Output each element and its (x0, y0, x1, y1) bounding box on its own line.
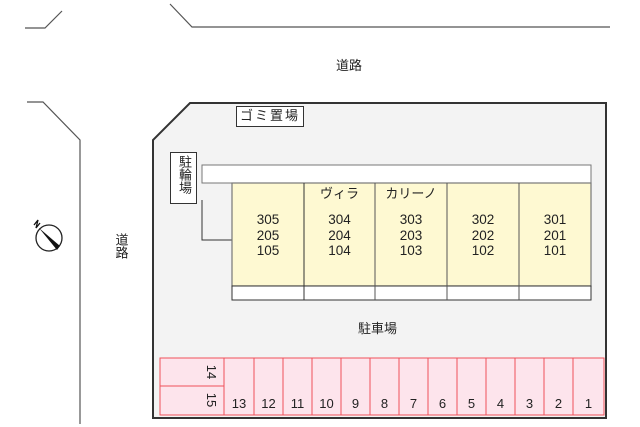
room-numbers: 303 203 103 (400, 212, 423, 259)
parking-space-8: 8 (380, 396, 389, 411)
room-202: 202 (471, 227, 495, 243)
parking-space-11: 11 (290, 396, 305, 411)
room-205: 205 (256, 227, 280, 243)
unit-column-3: カリーノ 303 203 103 (375, 183, 447, 286)
parking-space-15: 15 (204, 392, 219, 408)
parking-space-1: 1 (584, 396, 593, 411)
room-101: 101 (543, 243, 567, 258)
room-305: 305 (256, 212, 280, 227)
unit-column-4: ヴィラ 304 204 104 (304, 183, 375, 286)
top-road-label: 道路 (336, 59, 363, 74)
parking-space-4: 4 (496, 396, 505, 411)
room-102: 102 (471, 243, 495, 258)
room-numbers: 304 204 104 (328, 212, 351, 259)
parking-space-9: 9 (351, 396, 360, 411)
building-name-part1: ヴィラ (319, 187, 359, 202)
north-arrow-icon (33, 219, 63, 252)
room-numbers: 302 202 102 (472, 212, 495, 259)
parking-space-12: 12 (261, 396, 276, 411)
room-104: 104 (328, 243, 351, 258)
room-301: 301 (543, 212, 567, 227)
room-numbers: 305 205 105 (257, 212, 280, 259)
parking-space-13: 13 (231, 396, 247, 411)
car-parking-label: 駐車場 (358, 322, 398, 337)
bicycle-parking-text: 駐輪場 (176, 155, 191, 194)
room-204: 204 (328, 227, 351, 243)
room-302: 302 (471, 212, 495, 227)
room-103: 103 (399, 243, 423, 258)
building-name-part2: カリーノ (385, 187, 437, 202)
parking-space-7: 7 (409, 396, 418, 411)
room-304: 304 (328, 212, 351, 227)
room-203: 203 (399, 227, 423, 243)
parking-space-6: 6 (438, 396, 447, 411)
left-road-label: 道路 (112, 233, 128, 263)
parking-space-2: 2 (554, 396, 563, 411)
garbage-area-label: ゴミ置場 (236, 106, 305, 127)
unit-column-5: 305 205 105 (232, 183, 304, 286)
unit-column-1: 301 201 101 (519, 183, 591, 286)
unit-name-blank (481, 184, 485, 206)
unit-name-blank (553, 184, 557, 206)
parking-space-10: 10 (319, 396, 334, 411)
left-road-label-text: 道路 (112, 233, 128, 259)
parking-space-5: 5 (467, 396, 476, 411)
room-201: 201 (543, 227, 567, 243)
unit-column-2: 302 202 102 (447, 183, 519, 286)
bicycle-parking-label: 駐輪場 (170, 152, 197, 204)
room-303: 303 (399, 212, 423, 227)
parking-space-3: 3 (525, 396, 534, 411)
room-105: 105 (256, 243, 280, 258)
parking-space-14: 14 (204, 364, 219, 380)
room-numbers: 301 201 101 (544, 212, 567, 259)
unit-name-blank (266, 184, 270, 206)
